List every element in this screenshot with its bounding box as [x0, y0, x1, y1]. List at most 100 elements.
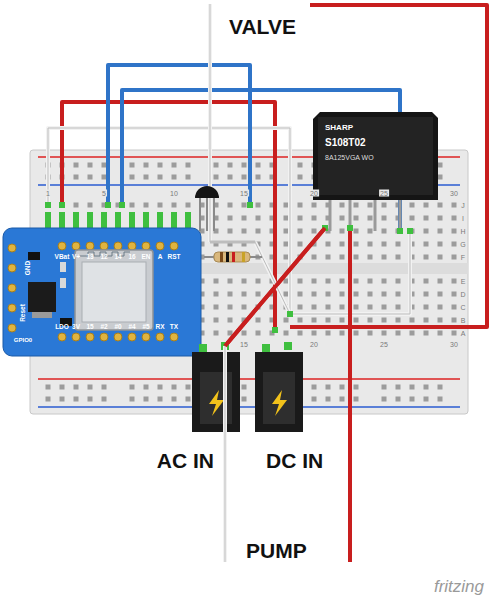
part-marking: S108T02: [325, 138, 366, 148]
pin-pad: [86, 333, 94, 341]
breadboard-hole: [298, 229, 303, 234]
breadboard-hole: [340, 397, 345, 402]
breadboard-hole: [340, 292, 345, 297]
connection-label: AC IN: [156, 450, 215, 471]
breadboard-index: 25: [379, 190, 389, 197]
breadboard-hole: [284, 292, 289, 297]
breadboard-index: 5: [101, 190, 107, 197]
breadboard-hole: [438, 203, 443, 208]
breadboard-hole: [438, 397, 443, 402]
breadboard-hole: [130, 397, 135, 402]
pin-label: #2: [100, 324, 107, 331]
breadboard-hole: [88, 385, 93, 390]
breadboard-hole: [424, 229, 429, 234]
pin-pad: [8, 244, 16, 252]
breadboard-hole: [410, 216, 415, 221]
breadboard-hole: [326, 305, 331, 310]
pin-pad: [8, 284, 16, 292]
pin-label: #0: [114, 324, 121, 331]
breadboard-hole: [256, 175, 261, 180]
header-pin: [87, 212, 93, 230]
pin-pad: [128, 333, 136, 341]
breadboard-hole: [396, 397, 401, 402]
connected-holes: [45, 202, 413, 333]
breadboard-index: 15: [239, 341, 249, 348]
breadboard-hole: [438, 255, 443, 260]
breadboard-hole: [452, 331, 457, 336]
breadboard-hole: [382, 229, 387, 234]
header-pin: [157, 212, 163, 230]
breadboard-hole: [284, 255, 289, 260]
breadboard-hole: [158, 163, 163, 168]
breadboard-hole: [396, 292, 401, 297]
breadboard-hole: [354, 242, 359, 247]
breadboard-hole: [424, 331, 429, 336]
breadboard-hole: [214, 163, 219, 168]
breadboard-index: G: [459, 241, 466, 248]
breadboard-hole: [74, 385, 79, 390]
breadboard-hole: [298, 175, 303, 180]
pin-label: #4: [128, 324, 135, 331]
breadboard-hole: [130, 385, 135, 390]
pin-label: RX: [155, 324, 164, 331]
breadboard-hole: [438, 163, 443, 168]
breadboard-index: D: [459, 291, 466, 298]
breadboard-hole: [438, 279, 443, 284]
breadboard-hole: [368, 305, 373, 310]
breadboard-hole: [326, 318, 331, 323]
pin-pad: [58, 333, 66, 341]
breadboard-hole: [368, 279, 373, 284]
breadboard-hole: [382, 255, 387, 260]
header-pin: [129, 212, 135, 230]
breadboard-hole: [452, 216, 457, 221]
breadboard-hole: [102, 163, 107, 168]
breadboard-hole: [438, 242, 443, 247]
breadboard-hole: [452, 292, 457, 297]
breadboard-hole: [382, 397, 387, 402]
breadboard-hole: [452, 242, 457, 247]
breadboard-hole: [354, 318, 359, 323]
breadboard-hole: [144, 397, 149, 402]
breadboard-hole: [354, 279, 359, 284]
breadboard-hole: [312, 331, 317, 336]
breadboard-hole: [326, 279, 331, 284]
breadboard-hole: [102, 397, 107, 402]
breadboard-hole: [312, 279, 317, 284]
breadboard-hole: [256, 318, 261, 323]
breadboard-hole: [340, 279, 345, 284]
breadboard-hole: [438, 318, 443, 323]
watermark: fritzing: [433, 578, 485, 595]
breadboard-hole: [396, 305, 401, 310]
breadboard-hole: [452, 279, 457, 284]
breadboard-index: A: [460, 330, 467, 337]
breadboard-hole: [228, 175, 233, 180]
breadboard-hole: [382, 292, 387, 297]
breadboard-hole: [228, 305, 233, 310]
breadboard-hole: [368, 292, 373, 297]
breadboard-index: I: [461, 215, 465, 222]
pin-pad: [86, 242, 94, 250]
breadboard-hole: [368, 331, 373, 336]
breadboard-hole: [382, 203, 387, 208]
breadboard-hole: [242, 385, 247, 390]
breadboard-hole: [74, 397, 79, 402]
pin-label: 12: [100, 254, 107, 261]
pin-pad: [114, 333, 122, 341]
breadboard-hole: [298, 216, 303, 221]
header-pin: [45, 212, 51, 230]
breadboard-hole: [382, 305, 387, 310]
breadboard-hole: [340, 229, 345, 234]
pump-wire: [225, 228, 325, 562]
breadboard-hole: [242, 163, 247, 168]
pin-label: A: [158, 254, 163, 261]
breadboard-hole: [186, 163, 191, 168]
breadboard-index: H: [459, 228, 466, 235]
resistor-symbol: [204, 252, 262, 262]
connection-label: VALVE: [228, 16, 297, 37]
breadboard-hole: [326, 242, 331, 247]
breadboard-hole: [88, 397, 93, 402]
solid-state-relay: [313, 112, 438, 231]
breadboard-hole: [130, 175, 135, 180]
breadboard-hole: [312, 229, 317, 234]
